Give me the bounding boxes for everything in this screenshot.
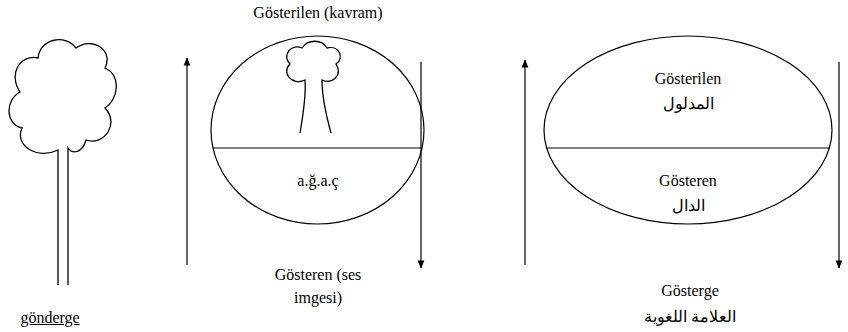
small-tree-drawing xyxy=(287,41,341,133)
ellipse-border xyxy=(544,36,832,224)
sign-text: العلامة اللغوية xyxy=(644,305,736,328)
down-arrow xyxy=(420,62,421,268)
ellipse-border xyxy=(211,36,424,224)
up-arrow xyxy=(524,60,525,265)
sign-text: الدال xyxy=(672,194,705,217)
up-arrow xyxy=(186,58,187,265)
sign-text: Gösterge xyxy=(661,279,718,302)
divider-line xyxy=(547,148,830,149)
referent-label: gönderge xyxy=(20,308,79,328)
sign-text: Gösterilen (kavram) xyxy=(253,1,382,24)
sign-text: Gösteren xyxy=(659,169,717,192)
sign-text: Gösteren (ses imgesi) xyxy=(263,263,373,309)
divider-line xyxy=(213,148,422,149)
sign-text: Gösterilen xyxy=(655,67,722,90)
tree-drawing xyxy=(9,40,116,285)
sign-text: المدلول xyxy=(663,92,714,115)
down-arrow xyxy=(838,62,839,268)
sign-ellipse: Gösterilen (kavram)a.ğ.a.çGösteren (ses … xyxy=(210,35,425,225)
sign-ellipse: GösterilenالمدلولGösterenالدالGöstergeال… xyxy=(543,35,833,225)
ellipse-outline xyxy=(210,35,425,225)
sign-text: a.ğ.a.ç xyxy=(297,169,338,192)
